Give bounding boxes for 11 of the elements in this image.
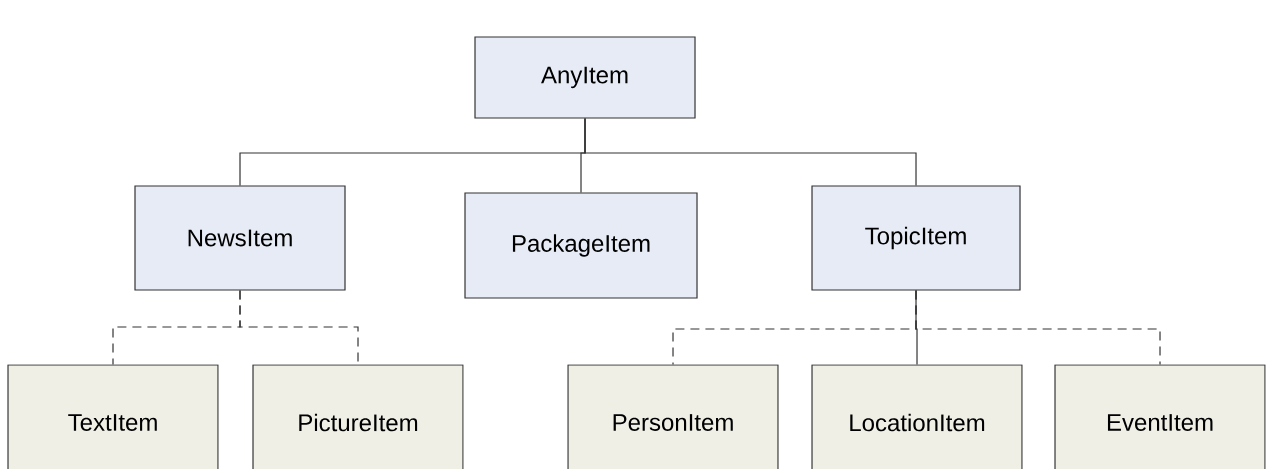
class-box: TextItem — [7, 364, 219, 469]
class-box: NewsItem — [134, 185, 346, 291]
connector-line — [915, 290, 1161, 365]
class-box: TopicItem — [811, 185, 1021, 291]
class-box: PackageItem — [464, 192, 698, 299]
class-box: LocationItem — [811, 364, 1023, 469]
class-box: PictureItem — [252, 364, 464, 469]
class-box: AnyItem — [474, 36, 696, 119]
class-box: PersonItem — [567, 364, 779, 469]
class-box: EventItem — [1054, 364, 1266, 469]
connector-line — [584, 118, 917, 186]
